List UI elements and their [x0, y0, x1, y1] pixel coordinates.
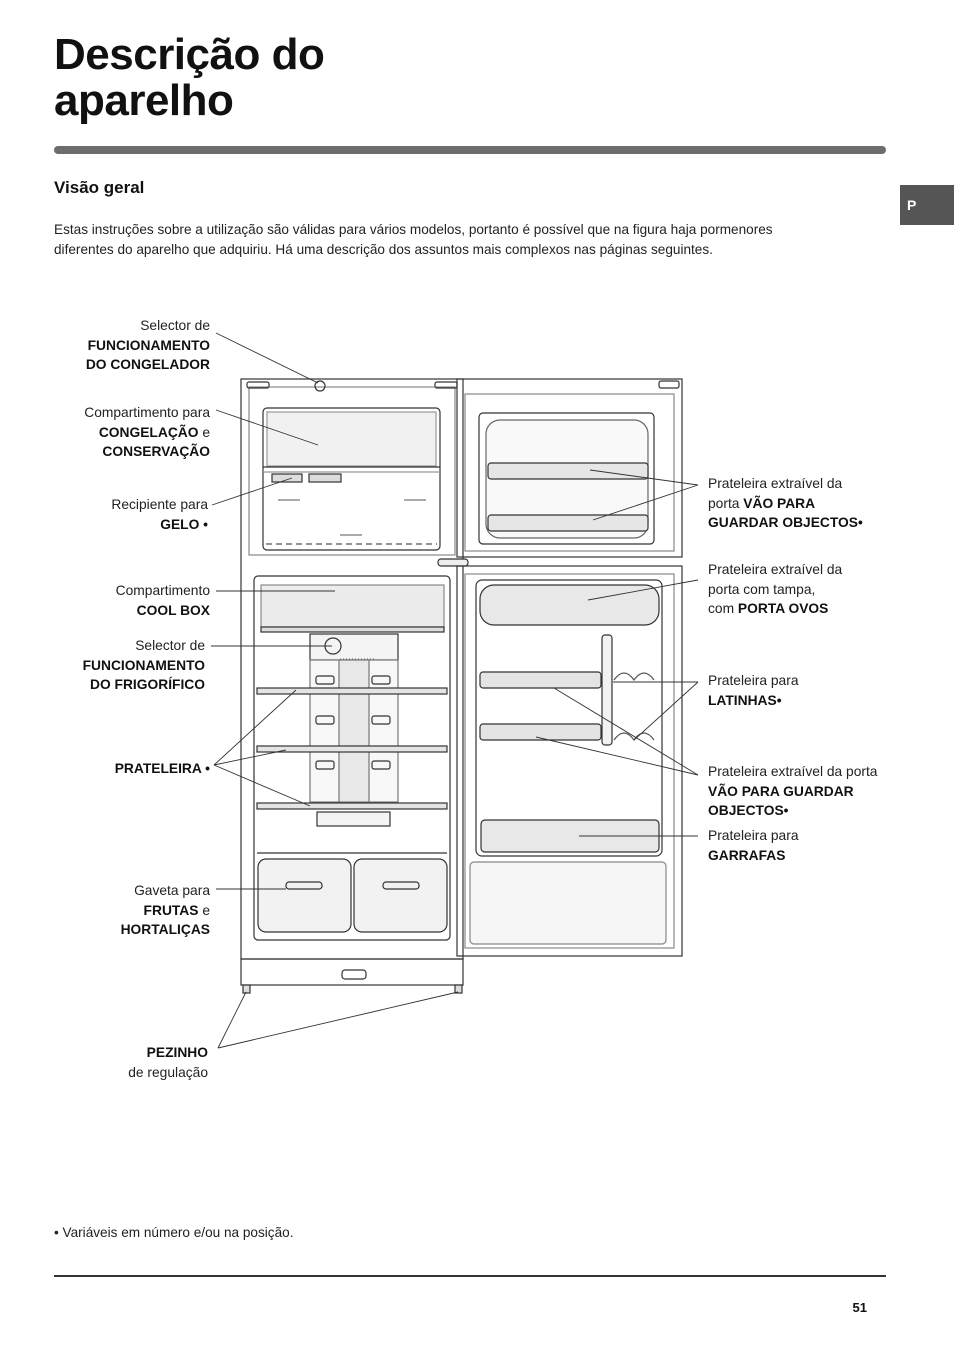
- fridge-compartment: [253, 575, 451, 941]
- section-heading: Visão geral: [54, 178, 145, 197]
- freezer-door: [456, 378, 683, 558]
- label-bottle-shelf: Prateleira para GARRAFAS: [708, 828, 799, 863]
- label-cool-box: Compartimento COOL BOX: [115, 583, 210, 618]
- page-title-line1: Descrição do: [54, 30, 325, 79]
- crisper-left: [257, 858, 352, 933]
- foot-left: [242, 984, 251, 994]
- label-ice-tray: Recipiente para GELO •: [111, 497, 208, 532]
- footer-rule: [54, 1275, 886, 1277]
- title-underline-bar: [54, 146, 886, 154]
- page-title: Descrição do aparelho: [54, 30, 325, 125]
- intro-paragraph: Estas instruções sobre a utilização são …: [54, 220, 884, 259]
- fridge-door: [456, 565, 683, 957]
- footnote: • Variáveis em número e/ou na posição.: [54, 1225, 294, 1240]
- label-crisper: Gaveta para FRUTAS e HORTALIÇAS: [120, 883, 210, 937]
- freezer-door-shelf-lower: [487, 514, 649, 532]
- label-fridge-door-shelf: Prateleira extraível da porta VÃO PARA G…: [708, 764, 878, 818]
- shelf-3: [256, 802, 448, 810]
- label-can-shelf: Prateleira para LATINHAS•: [708, 673, 799, 708]
- language-tab: P: [900, 185, 954, 225]
- can-rack: [601, 634, 613, 746]
- label-freezer-compartment: Compartimento para CONGELAÇÃO e CONSERVA…: [84, 405, 210, 459]
- crisper-right: [353, 858, 448, 933]
- fridge-door-shelf-lower: [479, 723, 602, 741]
- label-freezer-selector: Selector de FUNCIONAMENTO DO CONGELADOR: [85, 318, 210, 372]
- label-feet: PEZINHO de regulação: [128, 1045, 208, 1080]
- ice-tray: [271, 473, 303, 483]
- cool-box: [260, 584, 445, 628]
- freezer-selector-knob: [314, 380, 326, 392]
- foot-right: [454, 984, 463, 994]
- label-shelf: PRATELEIRA •: [114, 761, 210, 776]
- intro-line-2: diferentes do aparelho que adquiriu. Há …: [54, 241, 713, 257]
- shelf-2: [256, 745, 448, 753]
- page-title-line2: aparelho: [54, 76, 234, 125]
- cabinet-base: [240, 958, 464, 986]
- label-fridge-selector: Selector de FUNCIONAMENTO DO FRIGORÍFICO: [82, 638, 205, 692]
- egg-shelf: [479, 584, 660, 626]
- intro-line-1: Estas instruções sobre a utilização são …: [54, 222, 773, 237]
- page-number: 51: [852, 1300, 867, 1315]
- shelf-1: [256, 687, 448, 695]
- fridge-door-shelf-upper: [479, 671, 602, 689]
- label-freezer-door-shelf: Prateleira extraível da porta VÃO PARA G…: [708, 476, 863, 530]
- freezer-door-shelf-upper: [487, 462, 649, 480]
- fridge-thermostat-housing: [309, 633, 399, 661]
- label-egg-shelf: Prateleira extraível da porta com tampa,…: [708, 562, 843, 616]
- freezer-compartment: [262, 407, 441, 551]
